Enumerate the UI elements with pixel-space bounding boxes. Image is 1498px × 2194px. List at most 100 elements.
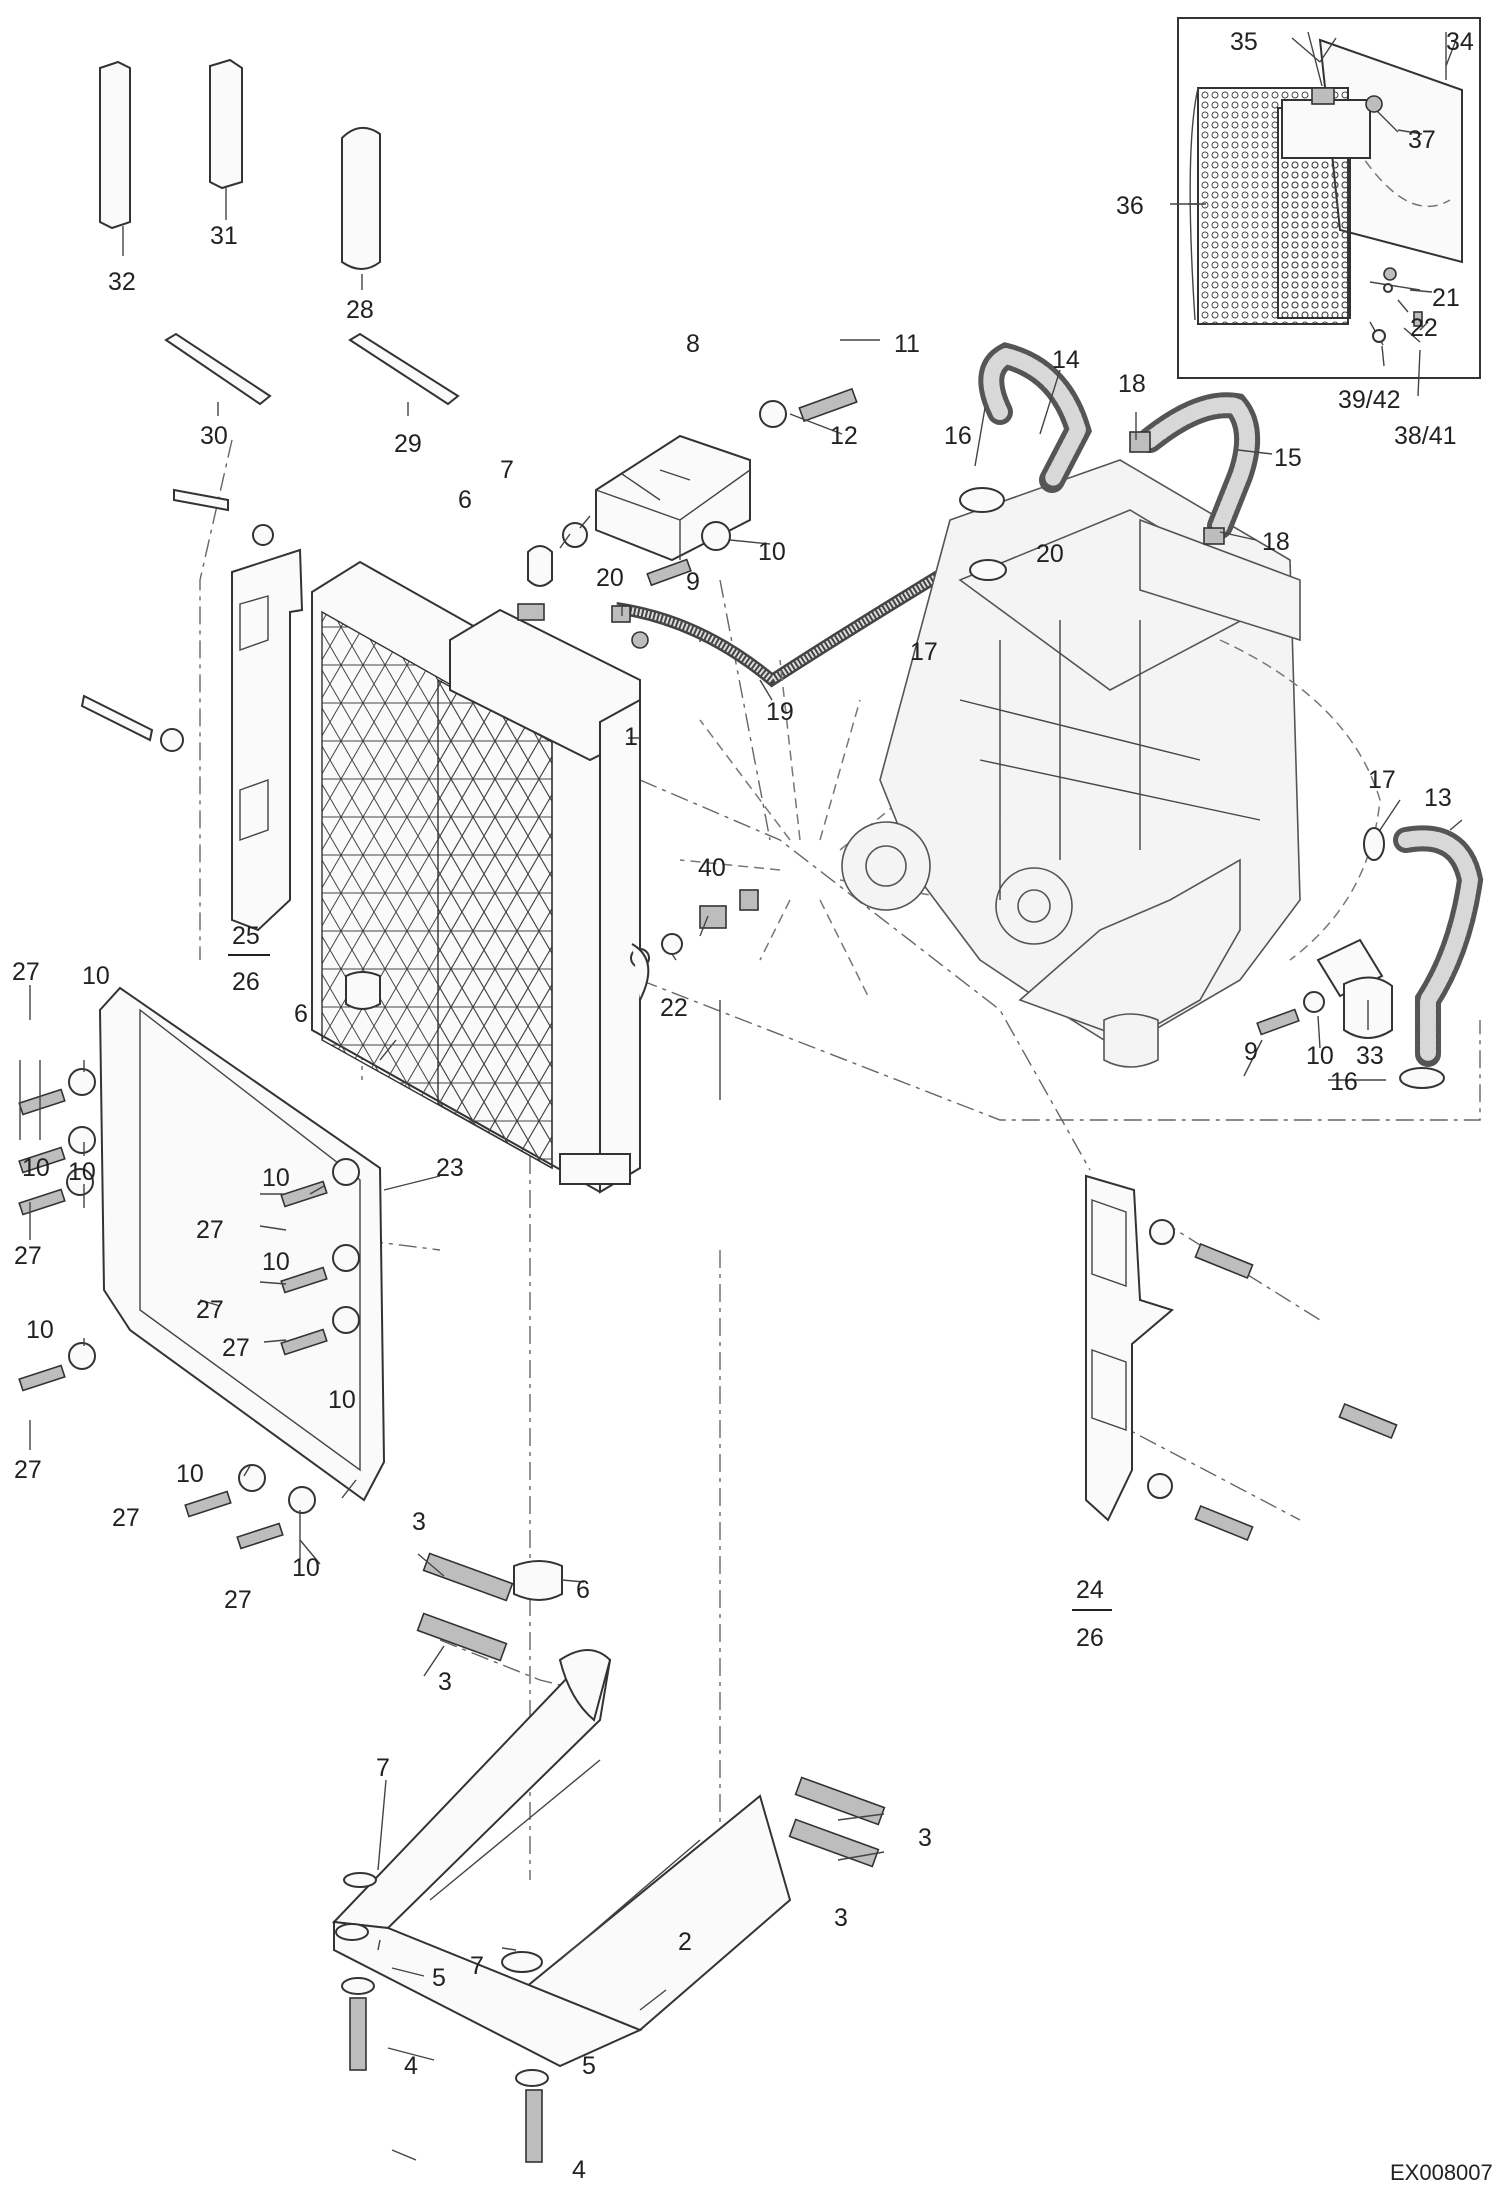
inset-frame (1177, 17, 1481, 379)
callout-1: 1 (624, 723, 638, 751)
upper-left-baffle (80, 488, 304, 932)
fitting-40 (699, 905, 727, 929)
callout-39-42: 39/42 (1338, 386, 1401, 414)
callout-3: 3 (918, 1824, 932, 1852)
clamp-16-top (959, 487, 1005, 513)
seal-strips (99, 58, 460, 416)
rubber-mount-6-mid (345, 971, 381, 1010)
baffle-25-26 (231, 548, 304, 932)
callout-8: 8 (686, 330, 700, 358)
callout-19: 19 (766, 698, 794, 726)
callout-7: 7 (470, 1952, 484, 1980)
radiator-assembly (311, 560, 650, 1194)
callout-15: 15 (1274, 444, 1302, 472)
baffle-24-26 (1085, 1174, 1175, 1522)
callout-6: 6 (294, 1000, 308, 1028)
drawing-code: EX008007 (1390, 2160, 1493, 2185)
fitting-20 (611, 605, 631, 623)
callout-13: 13 (1424, 784, 1452, 812)
callout-20: 20 (1036, 540, 1064, 568)
strip-30 (164, 332, 272, 406)
bracket-arm-left (331, 1652, 612, 1930)
callout-27: 27 (14, 1242, 42, 1270)
callout-27: 27 (224, 1586, 252, 1614)
callout-24: 24 (1076, 1576, 1104, 1604)
callout-16: 16 (944, 422, 972, 450)
callout-10: 10 (176, 1460, 204, 1488)
rubber-mount-6-bottom (513, 1560, 563, 1601)
callout-3: 3 (438, 1668, 452, 1696)
callout-22: 22 (660, 994, 688, 1022)
callout-18: 18 (1118, 370, 1146, 398)
shroud-23 (98, 986, 386, 1502)
callout-4: 4 (404, 2052, 418, 2080)
fittings (611, 605, 759, 1001)
callout-27: 27 (196, 1216, 224, 1244)
callout-6: 6 (576, 1576, 590, 1604)
callout-27: 27 (222, 1334, 250, 1362)
bracket-arm-right (517, 1794, 792, 2032)
callout-10: 10 (262, 1164, 290, 1192)
callout-7: 7 (500, 456, 514, 484)
callout-9: 9 (1244, 1038, 1258, 1066)
bolt-3 (422, 1552, 514, 1602)
radiator-side-tank (599, 698, 641, 1194)
callout-40: 40 (698, 854, 726, 882)
callout-10: 10 (26, 1316, 54, 1344)
callout-27: 27 (14, 1456, 42, 1484)
callout-9: 9 (686, 568, 700, 596)
callout-36: 36 (1116, 192, 1144, 220)
callout-3: 3 (834, 1904, 848, 1932)
callout-10: 10 (262, 1248, 290, 1276)
inset-radiator-variant (1177, 17, 1481, 379)
clamp-17-right (1363, 827, 1385, 861)
callout-17: 17 (1368, 766, 1396, 794)
clamp-17-top (969, 559, 1007, 581)
callout-35: 35 (1230, 28, 1258, 56)
callout-10: 10 (82, 962, 110, 990)
seal-28 (341, 127, 381, 270)
inset-tank (1281, 99, 1371, 159)
callout-10: 10 (758, 538, 786, 566)
callout-6: 6 (458, 486, 472, 514)
callout-27: 27 (112, 1504, 140, 1532)
hoses (959, 342, 1484, 1089)
callout-16: 16 (1330, 1068, 1358, 1096)
callout-10: 10 (292, 1554, 320, 1582)
clamp-16-bottom (1399, 1067, 1445, 1089)
callout-27: 27 (12, 958, 40, 986)
right-baffle (1085, 1174, 1398, 1542)
leader-lines (19, 37, 1463, 2161)
bolt-4 (349, 1997, 367, 2071)
seal-31 (209, 58, 243, 190)
washer-5 (341, 1977, 375, 1995)
callouts: 1 2 3 3 3 3 4 4 5 5 6 6 6 7 7 7 8 9 9 10… (12, 28, 1493, 2185)
seal-32 (99, 60, 131, 230)
washer-7 (343, 1872, 377, 1888)
callout-12: 12 (830, 422, 858, 450)
callout-22: 22 (1410, 314, 1438, 342)
callout-38-41: 38/41 (1394, 422, 1457, 450)
callout-29: 29 (394, 430, 422, 458)
strip-29 (348, 332, 460, 406)
expansion-tank (527, 387, 858, 587)
callout-34: 34 (1446, 28, 1474, 56)
callout-26: 26 (1076, 1624, 1104, 1652)
callout-27: 27 (196, 1296, 224, 1324)
rubber-mount-6-top (527, 545, 553, 587)
callout-33: 33 (1356, 1042, 1384, 1070)
support-bracket (331, 971, 886, 2163)
callout-32: 32 (108, 268, 136, 296)
callout-3: 3 (412, 1508, 426, 1536)
callout-10: 10 (1306, 1042, 1334, 1070)
bracket-base-2 (333, 1920, 643, 2068)
callout-31: 31 (210, 222, 238, 250)
callout-26: 26 (232, 968, 260, 996)
callout-23: 23 (436, 1154, 464, 1182)
callout-25: 25 (232, 922, 260, 950)
callout-5: 5 (432, 1964, 446, 1992)
callout-10: 10 (328, 1386, 356, 1414)
callout-5: 5 (582, 2052, 596, 2080)
